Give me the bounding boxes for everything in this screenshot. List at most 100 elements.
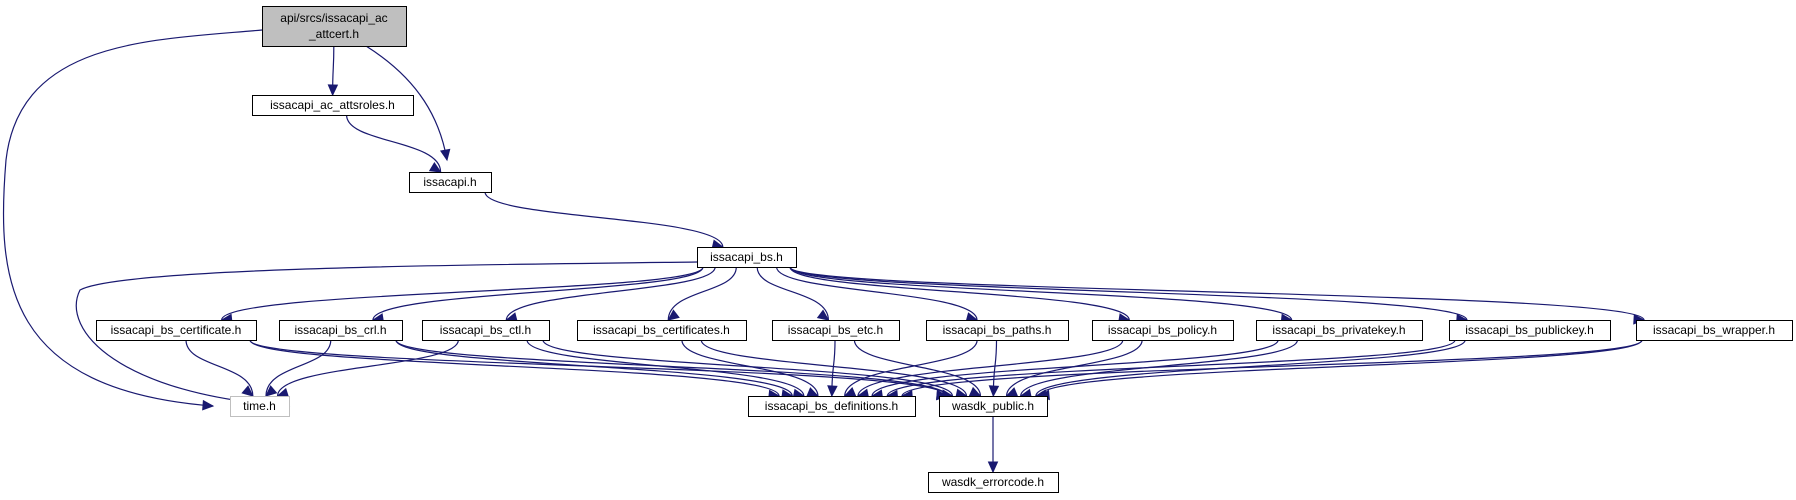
edge-bs-to-certificate [220, 266, 704, 325]
edge-root-to-issacapi [365, 45, 451, 162]
edge-etc-to-wasdk [853, 339, 982, 397]
edge-line [542, 339, 953, 397]
edge-line [75, 261, 698, 407]
edge-bs-to-certificates [667, 266, 737, 321]
node-box [422, 320, 550, 341]
arrowhead [241, 385, 254, 397]
arrowhead [327, 84, 339, 97]
node-label: wasdk_errorcode.h [941, 475, 1044, 489]
node-policy[interactable]: issacapi_bs_policy.h [1092, 320, 1234, 341]
edge-wasdk-to-errorcode [987, 415, 999, 474]
edge-etc-to-definitions [827, 339, 838, 398]
edge-line [853, 339, 981, 397]
edge-line [789, 266, 1293, 321]
node-box [1449, 320, 1611, 341]
file-nodes: api/srcs/issacapi_ac _attcert.h issacapi_a… [96, 6, 1793, 493]
edge-ctl-to-wasdk [542, 339, 954, 400]
node-label: issacapi_bs_definitions.h [765, 399, 898, 413]
edge-bs-to-policy [789, 266, 1131, 324]
node-label: issacapi_bs_publickey.h [1465, 323, 1594, 337]
edge-line [756, 266, 829, 321]
edge-line [1005, 339, 1143, 397]
node-box [926, 320, 1069, 341]
node-label: api/srcs/issacapi_ac [280, 11, 387, 25]
edge-line [276, 339, 459, 397]
node-label: issacapi_bs_crl.h [294, 323, 386, 337]
node-etc[interactable]: issacapi_bs_etc.h [772, 320, 900, 341]
node-label: wasdk_public.h [951, 399, 1034, 413]
node-certificate[interactable]: issacapi_bs_certificate.h [96, 320, 257, 341]
edge-line [789, 266, 1130, 321]
edge-line [505, 266, 716, 321]
node-box [939, 396, 1048, 417]
arrowhead [816, 309, 830, 321]
arrowhead [827, 385, 838, 398]
node-root: api/srcs/issacapi_ac _attcert.h [262, 6, 407, 47]
node-bs[interactable]: issacapi_bs.h [697, 247, 797, 268]
node-box [928, 472, 1059, 493]
edge-line [775, 266, 978, 321]
edge-crl-to-time [265, 339, 332, 397]
edge-line [857, 339, 1124, 397]
node-time: time.h [230, 396, 290, 417]
node-privatekey[interactable]: issacapi_bs_privatekey.h [1256, 320, 1423, 341]
edge-line [221, 266, 704, 321]
node-errorcode[interactable]: wasdk_errorcode.h [928, 472, 1059, 493]
edge-line [844, 339, 978, 397]
edge-paths-to-definitions [843, 339, 978, 397]
node-crl[interactable]: issacapi_bs_crl.h [279, 320, 403, 341]
node-attsroles[interactable]: issacapi_ac_attsroles.h [252, 95, 414, 116]
node-paths[interactable]: issacapi_bs_paths.h [926, 320, 1069, 341]
edge-line [2, 29, 263, 407]
node-label: issacapi.h [423, 175, 476, 189]
arrowhead [265, 385, 278, 397]
node-ctl[interactable]: issacapi_bs_ctl.h [422, 320, 550, 341]
arrowhead [428, 162, 442, 173]
node-label: issacapi_bs_etc.h [788, 323, 883, 337]
node-box [697, 247, 797, 268]
edge-line [526, 339, 805, 397]
node-label: issacapi_ac_attsroles.h [270, 98, 395, 112]
node-definitions[interactable]: issacapi_bs_definitions.h [748, 396, 916, 417]
node-label: issacapi_bs_certificates.h [593, 323, 730, 337]
edge-line [365, 45, 448, 161]
node-box [577, 320, 747, 341]
edge-bs-to-etc [756, 266, 830, 321]
edge-line [681, 339, 819, 397]
node-box [772, 320, 900, 341]
node-label: issacapi_bs_wrapper.h [1653, 323, 1775, 337]
node-issacapi[interactable]: issacapi.h [409, 172, 492, 193]
arrowhead [667, 309, 680, 321]
node-certificates[interactable]: issacapi_bs_certificates.h [577, 320, 747, 341]
arrowhead [202, 399, 215, 411]
edge-ctl-to-time [276, 339, 459, 398]
dependency-edges [2, 29, 1646, 474]
edge-bs-to-crl [371, 266, 704, 324]
node-box [279, 320, 403, 341]
edge-line [667, 266, 737, 321]
node-label: time.h [243, 399, 276, 413]
edge-line [871, 339, 1279, 397]
edge-line [1020, 339, 1299, 397]
edge-line [901, 339, 1643, 397]
edge-line [249, 339, 780, 397]
edge-certificate-to-time [185, 339, 254, 397]
node-label: issacapi_bs_policy.h [1108, 323, 1217, 337]
edge-line [395, 339, 793, 397]
node-wrapper[interactable]: issacapi_bs_wrapper.h [1636, 320, 1793, 341]
edge-line [1035, 339, 1466, 397]
node-box [1636, 320, 1793, 341]
node-box [1256, 320, 1423, 341]
node-label: _attcert.h [308, 27, 359, 41]
edge-line [265, 339, 332, 397]
edge-certificates-to-definitions [681, 339, 820, 397]
edge-bs-to-ctl [505, 266, 716, 323]
node-wasdk[interactable]: wasdk_public.h [939, 396, 1048, 417]
arrowhead [439, 148, 451, 162]
edge-line [346, 114, 442, 173]
node-publickey[interactable]: issacapi_bs_publickey.h [1449, 320, 1611, 341]
edge-bs-to-paths [775, 266, 979, 323]
node-box [1092, 320, 1234, 341]
edge-line [886, 339, 1456, 397]
